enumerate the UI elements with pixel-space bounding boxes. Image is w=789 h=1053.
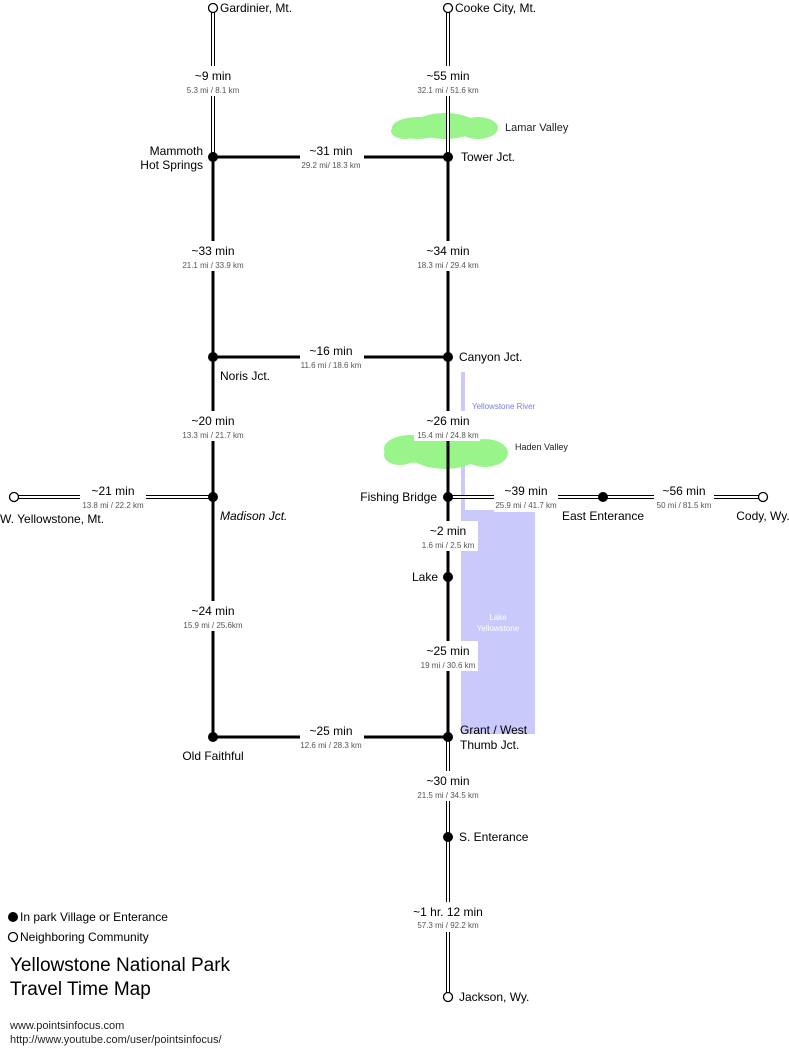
map-title: Yellowstone National Park Travel Time Ma…: [10, 955, 231, 1000]
node-east-enterance: [598, 492, 608, 502]
dist-noris-madison: 13.3 mi / 21.7 km: [182, 431, 244, 440]
dist-grant-south: 21.5 mi / 34.5 km: [417, 791, 479, 800]
place-labels: Gardinier, Mt. Cooke City, Mt. Mammoth H…: [0, 1, 789, 1004]
dist-west-madison: 13.8 mi / 22.2 km: [82, 501, 144, 510]
node-lake: [443, 572, 453, 582]
dist-mammoth-noris: 21.1 mi / 33.9 km: [182, 261, 244, 270]
dist-cooke-tower: 32.1 mi / 51.6 km: [417, 86, 479, 95]
node-gardinier: [207, 2, 219, 14]
legend: In park Village or Enterance Neighboring…: [7, 910, 168, 944]
time-madison-oldfaithful: ~24 min: [191, 604, 234, 618]
label-tower: Tower Jct.: [461, 150, 515, 164]
node-cooke-city: [442, 2, 454, 14]
dist-east-cody: 50 mi / 81.5 km: [657, 501, 712, 510]
label-lake-yellowstone-2: Yellowstone: [477, 624, 520, 633]
label-backgrounds: [80, 66, 714, 932]
time-west-madison: ~21 min: [91, 484, 134, 498]
node-old-faithful: [208, 732, 218, 742]
label-grant-1: Grant / West: [460, 723, 528, 737]
time-mammoth-noris: ~33 min: [191, 244, 234, 258]
time-oldfaithful-grant: ~25 min: [309, 724, 352, 738]
site-link[interactable]: www.pointsinfocus.com: [9, 1020, 124, 1032]
time-south-jackson: ~1 hr. 12 min: [413, 905, 483, 919]
time-cooke-tower: ~55 min: [426, 69, 469, 83]
node-tower: [443, 152, 453, 162]
dist-canyon-fishing: 15.4 mi / 24.8 km: [417, 431, 479, 440]
dist-tower-canyon: 18.3 mi / 29.4 km: [417, 261, 479, 270]
title-line-2: Travel Time Map: [10, 979, 151, 1000]
time-fishing-east: ~39 min: [504, 484, 547, 498]
dist-south-jackson: 57.3 mi / 92.2 km: [417, 921, 479, 930]
time-canyon-fishing: ~26 min: [426, 414, 469, 428]
label-lake-yellowstone-1: Lake: [489, 613, 507, 622]
label-old-faithful: Old Faithful: [182, 749, 243, 763]
label-noris: Noris Jct.: [220, 369, 270, 383]
lamar-valley-shape: [391, 113, 498, 139]
label-grant-2: Thumb Jct.: [460, 738, 519, 752]
time-noris-canyon: ~16 min: [309, 344, 352, 358]
node-noris: [208, 352, 218, 362]
node-grant: [443, 732, 453, 742]
dist-gardinier-mammoth: 5.3 mi / 8.1 km: [187, 86, 240, 95]
dist-noris-canyon: 11.6 mi / 18.6 km: [301, 361, 362, 370]
label-madison: Madison Jct.: [220, 509, 287, 523]
label-mammoth-2: Hot Springs: [140, 158, 203, 172]
segment-labels: ~9 min 5.3 mi / 8.1 km ~55 min 32.1 mi /…: [82, 69, 711, 930]
youtube-link[interactable]: http://www.youtube.com/user/pointsinfocu…: [10, 1034, 222, 1046]
label-cooke-city: Cooke City, Mt.: [455, 1, 536, 15]
legend-neighboring-symbol: [7, 931, 19, 943]
dist-lake-grant: 19 mi / 30.6 km: [421, 661, 476, 670]
label-gardinier: Gardinier, Mt.: [220, 1, 292, 15]
label-canyon: Canyon Jct.: [459, 350, 522, 364]
title-line-1: Yellowstone National Park: [10, 955, 231, 976]
time-fishing-lake: ~2 min: [430, 524, 466, 538]
label-lamar-valley: Lamar Valley: [505, 122, 569, 134]
time-noris-madison: ~20 min: [191, 414, 234, 428]
label-jackson: Jackson, Wy.: [459, 990, 529, 1004]
dist-oldfaithful-grant: 12.6 mi / 28.3 km: [300, 741, 362, 750]
feature-labels: Lamar Valley Haden Valley Yellowstone Ri…: [472, 122, 569, 633]
label-lake: Lake: [412, 570, 438, 584]
time-mammoth-tower: ~31 min: [309, 144, 352, 158]
label-mammoth-1: Mammoth: [150, 144, 203, 158]
label-haden-valley: Haden Valley: [515, 442, 568, 452]
label-fishing-bridge: Fishing Bridge: [360, 490, 437, 504]
dist-mammoth-tower: 29.2 mi/ 18.3 km: [301, 161, 360, 170]
node-south-enterance: [443, 832, 453, 842]
dist-fishing-lake: 1.6 mi / 2.5 km: [422, 541, 475, 550]
node-canyon: [443, 352, 453, 362]
time-east-cody: ~56 min: [662, 484, 705, 498]
node-fishing-bridge: [443, 492, 453, 502]
label-cody: Cody, Wy.: [736, 509, 789, 523]
label-yellowstone-river: Yellowstone River: [472, 402, 536, 411]
node-madison: [208, 492, 218, 502]
dist-fishing-east: 25.9 mi / 41.7 km: [495, 501, 557, 510]
label-south-enterance: S. Enterance: [459, 830, 529, 844]
time-gardinier-mammoth: ~9 min: [195, 69, 231, 83]
node-jackson: [442, 991, 454, 1003]
time-lake-grant: ~25 min: [426, 644, 469, 658]
credits[interactable]: www.pointsinfocus.com http://www.youtube…: [9, 1020, 222, 1046]
dist-madison-oldfaithful: 15.9 mi / 25.6km: [183, 621, 242, 630]
nodes: [8, 2, 769, 1003]
legend-neighboring-label: Neighboring Community: [20, 930, 149, 944]
node-mammoth: [208, 152, 218, 162]
node-cody: [757, 491, 769, 503]
label-east-enterance: East Enterance: [562, 509, 644, 523]
node-west-yellowstone: [8, 491, 20, 503]
legend-in-park-label: In park Village or Enterance: [20, 910, 168, 924]
time-grant-south: ~30 min: [426, 774, 469, 788]
time-tower-canyon: ~34 min: [426, 244, 469, 258]
label-west-yellowstone: W. Yellowstone, Mt.: [0, 512, 104, 526]
legend-in-park-symbol: [8, 912, 18, 922]
